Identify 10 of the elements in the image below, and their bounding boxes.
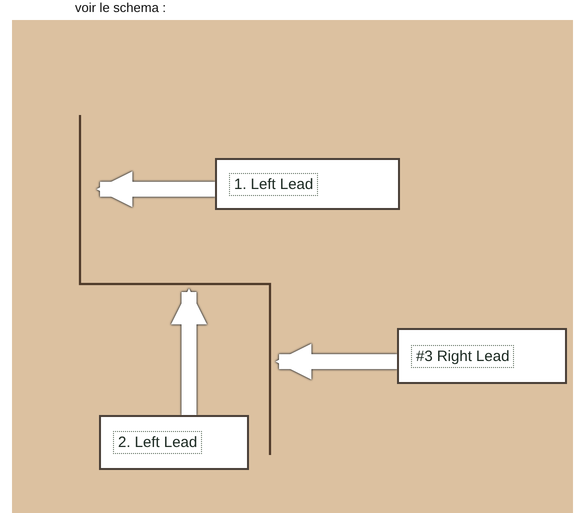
label-box [215, 158, 400, 210]
block-arrow [96, 171, 215, 208]
heading-text: voir le schema : [75, 0, 166, 16]
label-box [397, 328, 567, 384]
label-text: 2. Left Lead [113, 431, 202, 454]
block-arrow [275, 344, 397, 380]
label-box [99, 415, 249, 470]
label-text: 1. Left Lead [229, 172, 318, 196]
block-arrow [171, 288, 207, 415]
label-text: #3 Right Lead [411, 344, 514, 368]
